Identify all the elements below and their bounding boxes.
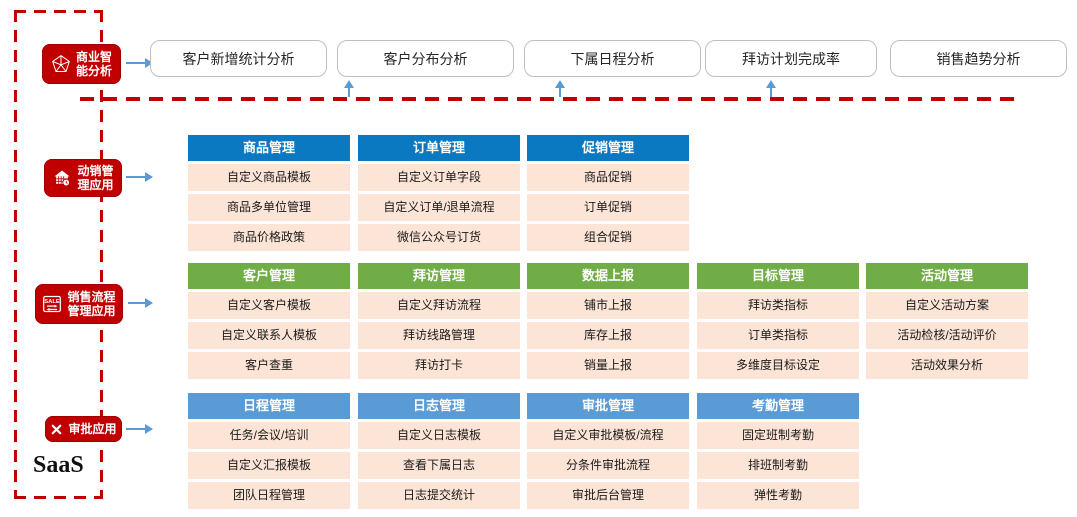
list-item: 订单促销: [527, 194, 689, 221]
saas-frame-right: [100, 10, 103, 499]
list-item: 组合促销: [527, 224, 689, 251]
bi-separator-line: [80, 97, 1015, 101]
column-header: 商品管理: [188, 135, 350, 161]
list-item: 活动效果分析: [866, 352, 1028, 379]
badge-label: 商业智 能分析: [75, 50, 112, 78]
badge-business-intelligence: 商业智 能分析: [42, 44, 121, 84]
column-header: 活动管理: [866, 263, 1028, 289]
list-item: 审批后台管理: [527, 482, 689, 509]
list-item: 商品多单位管理: [188, 194, 350, 221]
bi-box-customer-distribution: 客户分布分析: [337, 40, 514, 77]
list-item: 排班制考勤: [697, 452, 859, 479]
list-item: 自定义拜访流程: [358, 292, 520, 319]
column-data-reporting: 数据上报 铺市上报 库存上报 销量上报: [527, 263, 689, 379]
list-item: 商品促销: [527, 164, 689, 191]
list-item: 客户查重: [188, 352, 350, 379]
list-item: 查看下属日志: [358, 452, 520, 479]
badge-label: 销售流程 管理应用: [67, 290, 116, 318]
column-visit-management: 拜访管理 自定义拜访流程 拜访线路管理 拜访打卡: [358, 263, 520, 379]
arrow-salesflow-to-columns: [128, 298, 153, 308]
list-item: 固定班制考勤: [697, 422, 859, 449]
column-attendance-management: 考勤管理 固定班制考勤 排班制考勤 弹性考勤: [697, 393, 859, 509]
column-header: 数据上报: [527, 263, 689, 289]
list-item: 自定义活动方案: [866, 292, 1028, 319]
list-item: 日志提交统计: [358, 482, 520, 509]
list-item: 自定义审批模板/流程: [527, 422, 689, 449]
list-item: 多维度目标设定: [697, 352, 859, 379]
badge-label: 审批应用: [68, 422, 117, 436]
list-item: 活动检核/活动评价: [866, 322, 1028, 349]
bi-box-customer-new-stats: 客户新增统计分析: [150, 40, 327, 77]
list-item: 任务/会议/培训: [188, 422, 350, 449]
arrow-salesops-to-columns: [126, 172, 153, 182]
column-header: 促销管理: [527, 135, 689, 161]
svg-text:SALE: SALE: [45, 299, 61, 305]
store-icon: [52, 168, 72, 188]
polyhedron-icon: [51, 54, 71, 74]
column-approval-management: 审批管理 自定义审批模板/流程 分条件审批流程 审批后台管理: [527, 393, 689, 509]
list-item: 铺市上报: [527, 292, 689, 319]
column-activity-management: 活动管理 自定义活动方案 活动检核/活动评价 活动效果分析: [866, 263, 1028, 379]
column-target-management: 目标管理 拜访类指标 订单类指标 多维度目标设定: [697, 263, 859, 379]
column-header: 目标管理: [697, 263, 859, 289]
bi-box-sales-trend: 销售趋势分析: [890, 40, 1067, 77]
list-item: 微信公众号订货: [358, 224, 520, 251]
column-schedule-management: 日程管理 任务/会议/培训 自定义汇报模板 团队日程管理: [188, 393, 350, 509]
arrow-approval-to-columns: [126, 424, 153, 434]
column-header: 考勤管理: [697, 393, 859, 419]
up-arrow-icon: [344, 80, 354, 97]
saas-frame-top: [14, 10, 103, 13]
up-arrow-icon: [555, 80, 565, 97]
list-item: 库存上报: [527, 322, 689, 349]
column-header: 客户管理: [188, 263, 350, 289]
sale-tag-icon: SALE: [42, 294, 62, 314]
list-item: 自定义订单/退单流程: [358, 194, 520, 221]
list-item: 分条件审批流程: [527, 452, 689, 479]
list-item: 自定义订单字段: [358, 164, 520, 191]
column-header: 拜访管理: [358, 263, 520, 289]
list-item: 拜访类指标: [697, 292, 859, 319]
column-header: 日志管理: [358, 393, 520, 419]
list-item: 订单类指标: [697, 322, 859, 349]
list-item: 销量上报: [527, 352, 689, 379]
list-item: 弹性考勤: [697, 482, 859, 509]
crossed-tools-icon: [50, 423, 63, 436]
column-product-management: 商品管理 自定义商品模板 商品多单位管理 商品价格政策: [188, 135, 350, 251]
column-promotion-management: 促销管理 商品促销 订单促销 组合促销: [527, 135, 689, 251]
list-item: 商品价格政策: [188, 224, 350, 251]
list-item: 拜访打卡: [358, 352, 520, 379]
list-item: 自定义商品模板: [188, 164, 350, 191]
list-item: 自定义联系人模板: [188, 322, 350, 349]
column-order-management: 订单管理 自定义订单字段 自定义订单/退单流程 微信公众号订货: [358, 135, 520, 251]
badge-sales-operations: 动销管 理应用: [44, 159, 122, 197]
column-header: 订单管理: [358, 135, 520, 161]
badge-approval: 审批应用: [45, 416, 122, 442]
column-header: 审批管理: [527, 393, 689, 419]
column-log-management: 日志管理 自定义日志模板 查看下属日志 日志提交统计: [358, 393, 520, 509]
list-item: 拜访线路管理: [358, 322, 520, 349]
list-item: 自定义客户模板: [188, 292, 350, 319]
column-customer-management: 客户管理 自定义客户模板 自定义联系人模板 客户查重: [188, 263, 350, 379]
saas-frame-bottom: [14, 496, 103, 499]
badge-label: 动销管 理应用: [77, 164, 114, 192]
up-arrow-icon: [766, 80, 776, 97]
saas-label: SaaS: [33, 452, 84, 478]
arrow-bi-to-boxes: [126, 58, 153, 68]
list-item: 自定义日志模板: [358, 422, 520, 449]
list-item: 团队日程管理: [188, 482, 350, 509]
bi-box-visit-plan-completion: 拜访计划完成率: [705, 40, 877, 77]
list-item: 自定义汇报模板: [188, 452, 350, 479]
badge-sales-flow: SALE 销售流程 管理应用: [35, 284, 123, 324]
bi-box-subordinate-schedule: 下属日程分析: [524, 40, 701, 77]
column-header: 日程管理: [188, 393, 350, 419]
saas-frame-left: [14, 10, 17, 499]
